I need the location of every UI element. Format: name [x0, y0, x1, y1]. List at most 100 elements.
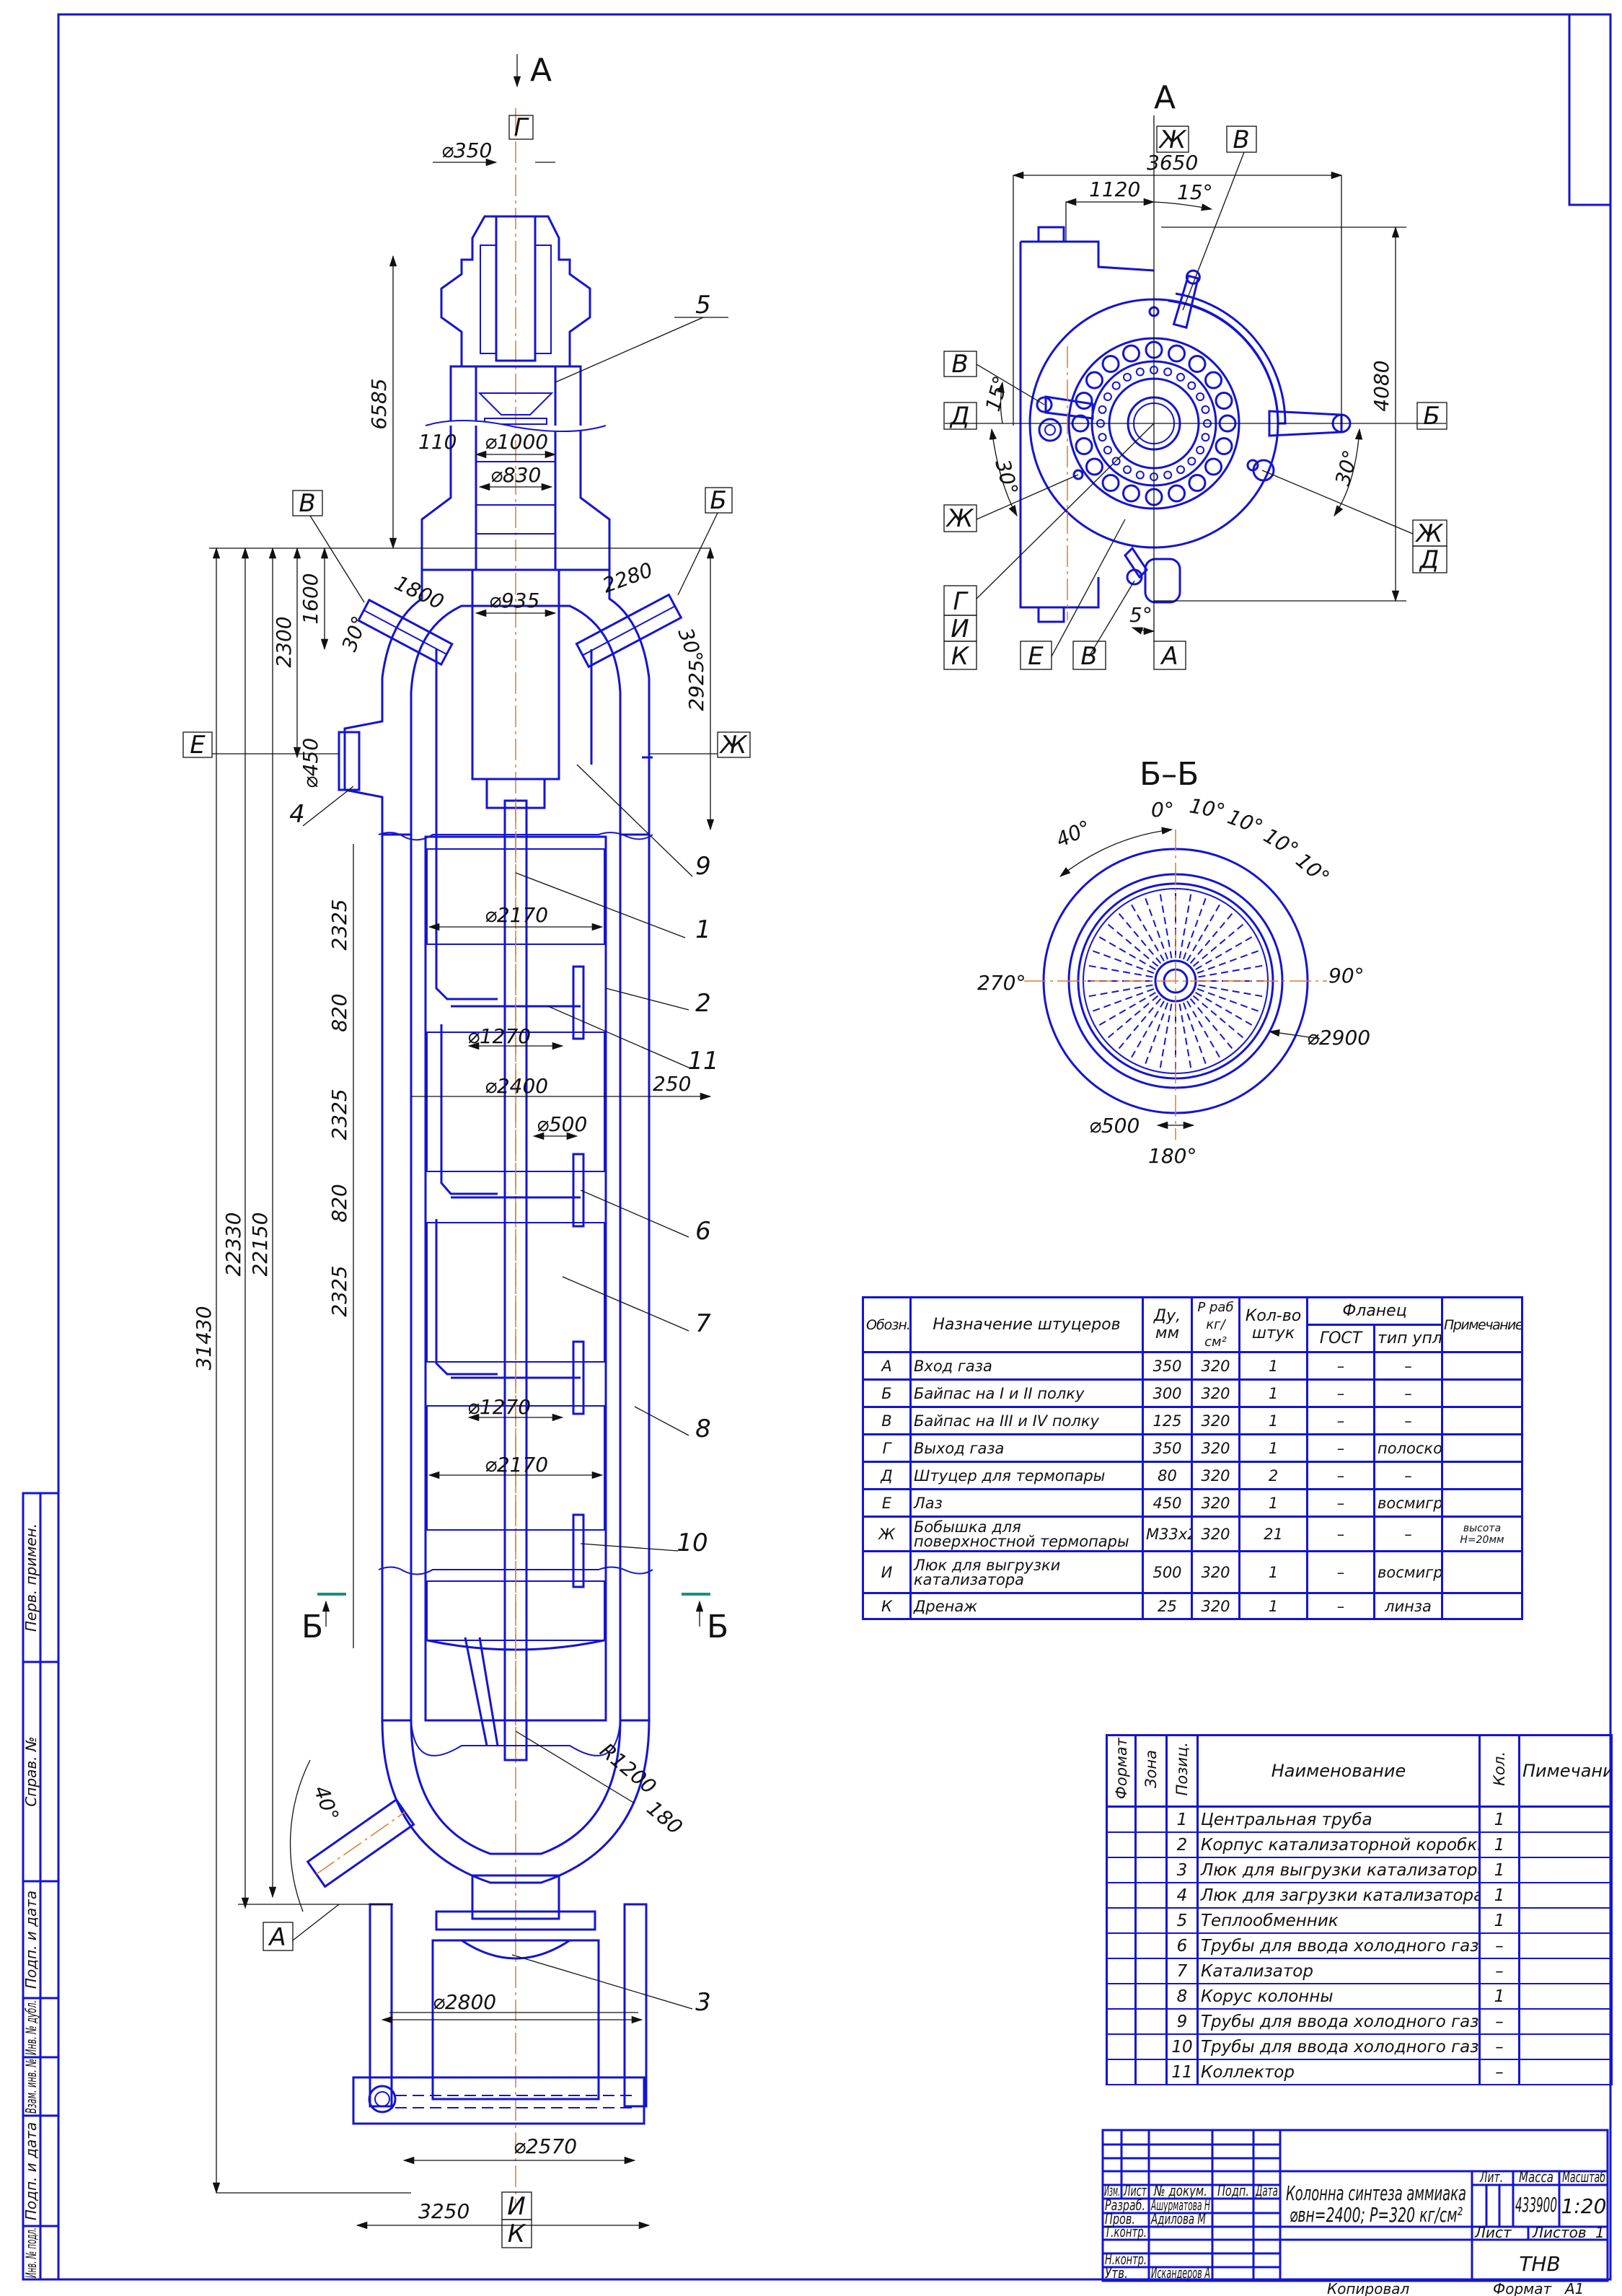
spec-cell-note — [1518, 1932, 1613, 1959]
stud-hole — [1111, 457, 1121, 466]
spec-cell-format — [1106, 1907, 1137, 1934]
nozzle-cell-dn: 350 — [1142, 1351, 1193, 1381]
stud-hole — [1196, 392, 1205, 401]
bolt-hole — [1215, 391, 1233, 410]
tb-mass-value: 433900 — [1515, 2193, 1557, 2217]
position-7: 7 — [695, 1309, 711, 1338]
dim-text: 30° — [1331, 447, 1363, 488]
spec-cell-zone — [1134, 1958, 1168, 1984]
spec-cell-zone — [1134, 2033, 1168, 2060]
nozzle-cell-dn: 125 — [1142, 1406, 1193, 1435]
nozzle-cell-qty: 21 — [1238, 1516, 1308, 1552]
stud-hole — [1176, 372, 1185, 382]
bolt-hole — [1215, 437, 1233, 456]
dim-text: 6585 — [367, 378, 391, 429]
nozzle-cell-p: 320 — [1191, 1550, 1240, 1594]
nozzle-cell-dn: 500 — [1142, 1550, 1193, 1594]
nozzle-cell-seal: восмигр. — [1373, 1550, 1443, 1594]
header-name: Наименование — [1196, 1734, 1481, 1808]
bolt-hole — [1101, 474, 1120, 493]
drawing-title: Колонна синтеза аммиака — [1286, 2181, 1466, 2205]
radial-channel — [1183, 896, 1207, 960]
radial-channel — [1195, 935, 1254, 970]
header-purpose: Назначение штуцеров — [909, 1296, 1144, 1353]
spec-cell-note — [1518, 1831, 1613, 1858]
spec-cell-format — [1106, 1932, 1137, 1959]
header-format-text: Формат — [1112, 1738, 1130, 1800]
spec-cell-pos: 10 — [1165, 2033, 1199, 2060]
nozzle-cell-purpose: Люк для выгрузки катализатора — [909, 1550, 1144, 1594]
tb-sheets-value: 1 — [1595, 2224, 1605, 2241]
title-block: Изм. Лист № докум. Подп. Дата Разраб. Пр… — [1101, 2129, 1609, 2296]
spec-cell-pos: 1 — [1165, 1805, 1199, 1833]
stud-hole — [1201, 405, 1210, 414]
nozzle-cell-gost: – — [1306, 1351, 1375, 1381]
bolt-hole — [1168, 484, 1186, 503]
tb-col-label: Подп. — [1217, 2182, 1249, 2199]
spec-cell-qty: 1 — [1478, 1882, 1520, 1909]
nozzle-cell-gost: – — [1306, 1550, 1375, 1594]
unloading-hatch — [435, 1910, 596, 1931]
dim-text: ⌀830 — [490, 463, 541, 487]
stud-hole — [1123, 372, 1132, 382]
dim-text: 15° — [981, 373, 1013, 413]
dim-text: 2925 — [684, 659, 708, 711]
main-view-labels: А Г В Б Е Ж А И К Б Б 5 4 9 1 2 11 6 7 8… — [182, 52, 751, 2248]
bolt-hole — [1188, 354, 1207, 373]
position-3: 3 — [695, 1988, 711, 2017]
radial-channel — [1189, 998, 1235, 1051]
dim-text: 30° — [990, 457, 1023, 497]
spec-cell-zone — [1134, 1882, 1168, 1909]
position-1: 1 — [695, 915, 711, 944]
tb-scale-label: Масштаб — [1562, 2168, 1605, 2186]
stamp-label: Инв. № подл. — [22, 2227, 40, 2278]
spec-cell-qty: 1 — [1478, 1831, 1520, 1858]
tb-role: Пров. — [1105, 2210, 1135, 2227]
spec-cell-pos: 3 — [1165, 1857, 1199, 1883]
nozzle-cell-p: 320 — [1191, 1516, 1240, 1552]
stud-hole — [1201, 433, 1210, 442]
spec-cell-format — [1106, 1882, 1137, 1909]
dim-text: 250 — [653, 1072, 691, 1096]
view-a-tag: Д — [1419, 545, 1440, 574]
view-a-tag: Д — [949, 402, 970, 431]
view-a-tag: Б — [1423, 402, 1440, 431]
radial-channel — [1196, 949, 1261, 974]
nozzle-cell-qty: 1 — [1238, 1488, 1308, 1518]
position-9: 9 — [695, 852, 711, 881]
stamp-label: Справ. № — [22, 1736, 40, 1806]
nozzle-cell-note — [1441, 1378, 1523, 1408]
dim-text: 180 — [643, 1796, 687, 1839]
header-qty: Кол-во штук — [1238, 1296, 1308, 1353]
nozzle-cell-gost: – — [1306, 1406, 1375, 1435]
view-a-tag: В — [951, 350, 968, 379]
angle-label: 270° — [977, 971, 1026, 995]
dim-text: 2300 — [272, 616, 296, 667]
dim-text: 2325 — [327, 899, 351, 950]
nozzle-cell-note: высота Н=20мм — [1441, 1516, 1523, 1552]
radial-channel — [1159, 892, 1173, 959]
stud-hole — [1176, 465, 1185, 475]
dim-text: ⌀2900 — [1307, 1026, 1370, 1050]
bottom-head — [381, 1719, 651, 1884]
spec-cell-name: Корус колонны — [1196, 1983, 1481, 2010]
nozzle-cell-seal: – — [1373, 1378, 1443, 1408]
header-zone-text: Зона — [1142, 1749, 1160, 1788]
radial-channel — [1178, 1003, 1192, 1070]
spec-cell-format — [1106, 1857, 1137, 1883]
header-qty-text: Кол. — [1491, 1751, 1508, 1786]
nozzle-tag-a: А — [268, 1923, 286, 1952]
angle-label: 40° — [1052, 815, 1095, 852]
header-note: Пимечание — [1518, 1734, 1613, 1808]
dim-text: ⌀1270 — [467, 1395, 531, 1419]
radial-channel — [1186, 902, 1222, 962]
spec-cell-qty: – — [1478, 2059, 1520, 2085]
spec-cell-pos: 2 — [1165, 1831, 1199, 1858]
spec-cell-pos: 9 — [1165, 2008, 1199, 2035]
radial-channel — [1116, 911, 1162, 964]
view-a: А — [943, 79, 1447, 671]
stamp-label: Подп. и дата — [22, 2122, 40, 2220]
